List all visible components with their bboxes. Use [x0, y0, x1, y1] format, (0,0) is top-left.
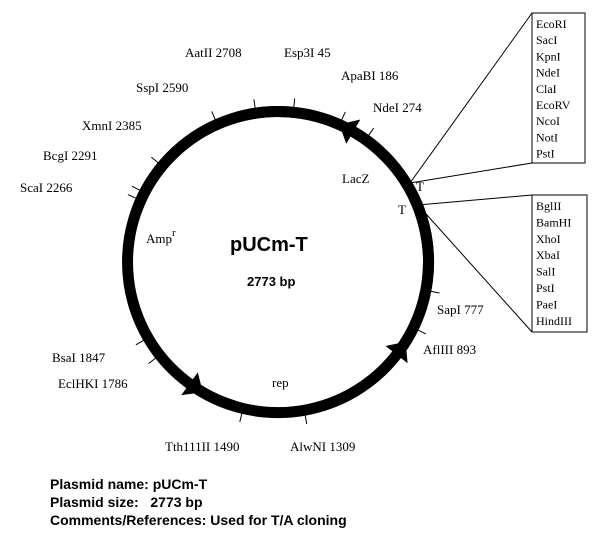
mcs-upper-item-6: NcoI: [536, 114, 560, 128]
site-tick-afliii: [408, 325, 427, 335]
mcs-upper-list: EcoRI SacI KpnI NdeI ClaI EcoRV NcoI NotI PstI: [536, 17, 571, 161]
site-tick-alwni: [302, 405, 308, 425]
mcs-upper-item-0: EcoRI: [536, 17, 567, 31]
mcs-upper-item-2: KpnI: [536, 49, 561, 63]
site-tick-apabi: [337, 111, 346, 130]
site-label-bcgi: BcgI 2291: [43, 148, 98, 163]
mcs-lower-item-3: XbaI: [536, 248, 560, 262]
site-label-bsai: BsaI 1847: [52, 350, 106, 365]
mcs-upper-box: [531, 12, 586, 164]
site-tick-bsai: [135, 334, 153, 346]
mcs-lower-item-1: BamHI: [536, 215, 571, 229]
site-tick-tth111ii: [239, 403, 245, 423]
mcs-lower-list: BglII BamHI XhoI XbaI SalI PstI PaeI HindIII: [536, 199, 572, 328]
t-overhang-block: [418, 221, 433, 240]
lacz-arc: [409, 196, 434, 248]
site-label-alwni: AlwNI 1309: [290, 439, 355, 454]
mcs-leader-lower-1: [417, 194, 533, 206]
site-tick-scai: [127, 194, 146, 203]
mcs-upper-item-7: NotI: [536, 130, 558, 144]
lacz-label: LacZ: [342, 171, 369, 186]
mcs-upper-item-8: PstI: [536, 147, 555, 161]
rep-label: rep: [272, 375, 289, 390]
site-label-aatii: AatII 2708: [185, 45, 242, 60]
t-label-top: T: [416, 179, 424, 194]
site-ticks: [127, 98, 440, 425]
info-plasmid-size: Plasmid size: 2773 bp: [50, 494, 203, 510]
mcs-upper-item-1: SacI: [536, 33, 557, 47]
site-label-xmni: XmnI 2385: [82, 118, 142, 133]
site-tick-sapi: [420, 288, 440, 294]
site-tick-ndei: [362, 127, 375, 144]
info-comments: Comments/References: Used for T/A clonin…: [50, 512, 347, 528]
t-label-bottom: T: [398, 202, 406, 217]
site-label-tth111ii: Tth111II 1490: [165, 439, 240, 454]
mcs-lower-item-7: HindIII: [536, 314, 572, 328]
amp-label-text: Amp: [146, 231, 172, 246]
mcs-leader-lower-2: [417, 204, 533, 333]
mcs-lower-item-0: BglII: [536, 199, 561, 213]
site-label-afliii: AflIII 893: [423, 342, 476, 357]
site-tick-sspi: [211, 111, 220, 130]
site-tick-aatii: [253, 99, 258, 119]
lacz-arc-body: [350, 126, 394, 166]
mcs-upper-item-3: NdeI: [536, 66, 560, 80]
site-label-esp3i: Esp3I 45: [284, 45, 331, 60]
lacz-arrow-head: [339, 119, 361, 144]
mcs-leader-upper-1: [409, 12, 533, 184]
mcs-lower-item-5: PstI: [536, 281, 555, 295]
site-label-apabi: ApaBI 186: [341, 68, 399, 83]
site-label-eclhki: EclHKI 1786: [58, 376, 128, 391]
mcs-upper-item-5: EcoRV: [536, 98, 571, 112]
info-plasmid-name: Plasmid name: pUCm-T: [50, 476, 208, 492]
rep-arrow-head: [385, 341, 408, 364]
amp-label: Ampr: [146, 227, 176, 246]
site-tick-eclhki: [148, 351, 164, 364]
mcs-lower-item-4: SalI: [536, 265, 555, 279]
plasmid-info-block: Plasmid name: pUCm-T Plasmid size: 2773 …: [50, 475, 347, 529]
backbone-inner-circle: [131, 115, 425, 409]
plasmid-name-center: pUCm-T: [230, 234, 308, 256]
feature-arcs: [122, 105, 435, 419]
site-label-ndei: NdeI 274: [373, 100, 422, 115]
site-label-sapi: SapI 777: [437, 302, 484, 317]
amp-label-sup: r: [172, 227, 176, 239]
mcs-leader-upper-2: [409, 162, 533, 184]
site-label-scai: ScaI 2266: [20, 180, 73, 195]
mcs-upper-item-4: ClaI: [536, 82, 557, 96]
site-label-sspi: SspI 2590: [136, 80, 188, 95]
mcs-lower-box: [531, 194, 588, 333]
mcs-lower-item-2: XhoI: [536, 232, 561, 246]
mcs-lower-item-6: PaeI: [536, 297, 557, 311]
site-tick-xmni: [150, 156, 167, 170]
plasmid-size-center: 2773 bp: [247, 274, 295, 289]
site-tick-esp3i: [292, 98, 296, 118]
site-tick-bcgi: [131, 185, 150, 196]
